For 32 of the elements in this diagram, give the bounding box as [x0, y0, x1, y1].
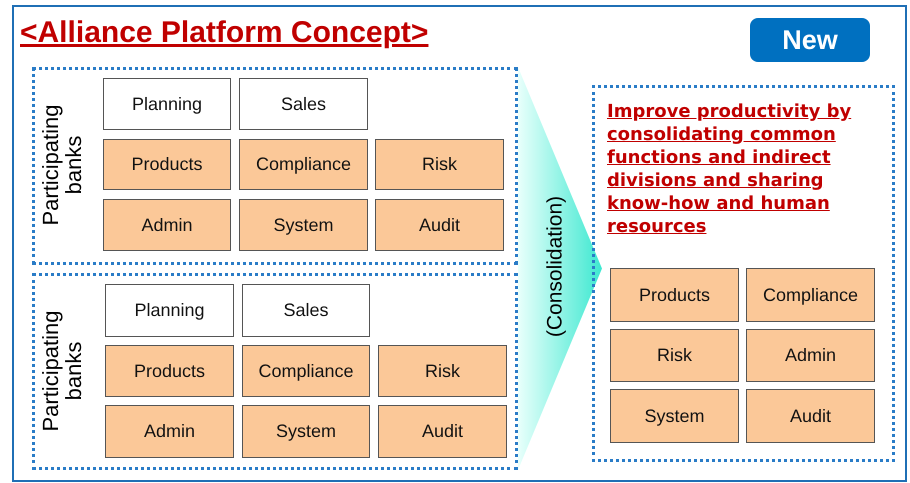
- function-box: Audit: [375, 199, 504, 251]
- function-box: Planning: [103, 78, 231, 130]
- function-box: System: [610, 389, 739, 443]
- function-box: Admin: [105, 405, 234, 458]
- function-box: Admin: [103, 199, 231, 251]
- function-box: System: [239, 199, 368, 251]
- function-box: Sales: [242, 284, 370, 337]
- consolidation-arrow: [518, 67, 602, 470]
- function-box: System: [242, 405, 370, 458]
- function-box: Admin: [746, 329, 875, 382]
- group-heading: Participating banks: [39, 103, 85, 228]
- function-box: Compliance: [239, 139, 368, 190]
- function-box: Products: [103, 139, 231, 190]
- dotted-group-frame: [32, 273, 518, 470]
- dotted-group-frame: [32, 67, 518, 265]
- badge: New: [750, 18, 870, 62]
- highlight-text: Improve productivity by consolidating common functions and indirect divisions and sharing know-how and human resources: [607, 100, 852, 238]
- arrow-label: (Consolidation): [544, 194, 566, 340]
- function-box: Audit: [378, 405, 507, 458]
- dotted-panel-frame: [592, 85, 895, 462]
- function-box: Risk: [375, 139, 504, 190]
- function-box: Risk: [378, 345, 507, 397]
- function-box: Compliance: [242, 345, 370, 397]
- function-box: Sales: [239, 78, 368, 130]
- function-box: Products: [610, 268, 739, 322]
- function-box: Compliance: [746, 268, 875, 322]
- function-box: Audit: [746, 389, 875, 443]
- function-box: Risk: [610, 329, 739, 382]
- function-box: Products: [105, 345, 234, 397]
- function-box: Planning: [105, 284, 234, 337]
- group-heading: Participating banks: [39, 309, 85, 434]
- title: <Alliance Platform Concept>: [20, 16, 428, 50]
